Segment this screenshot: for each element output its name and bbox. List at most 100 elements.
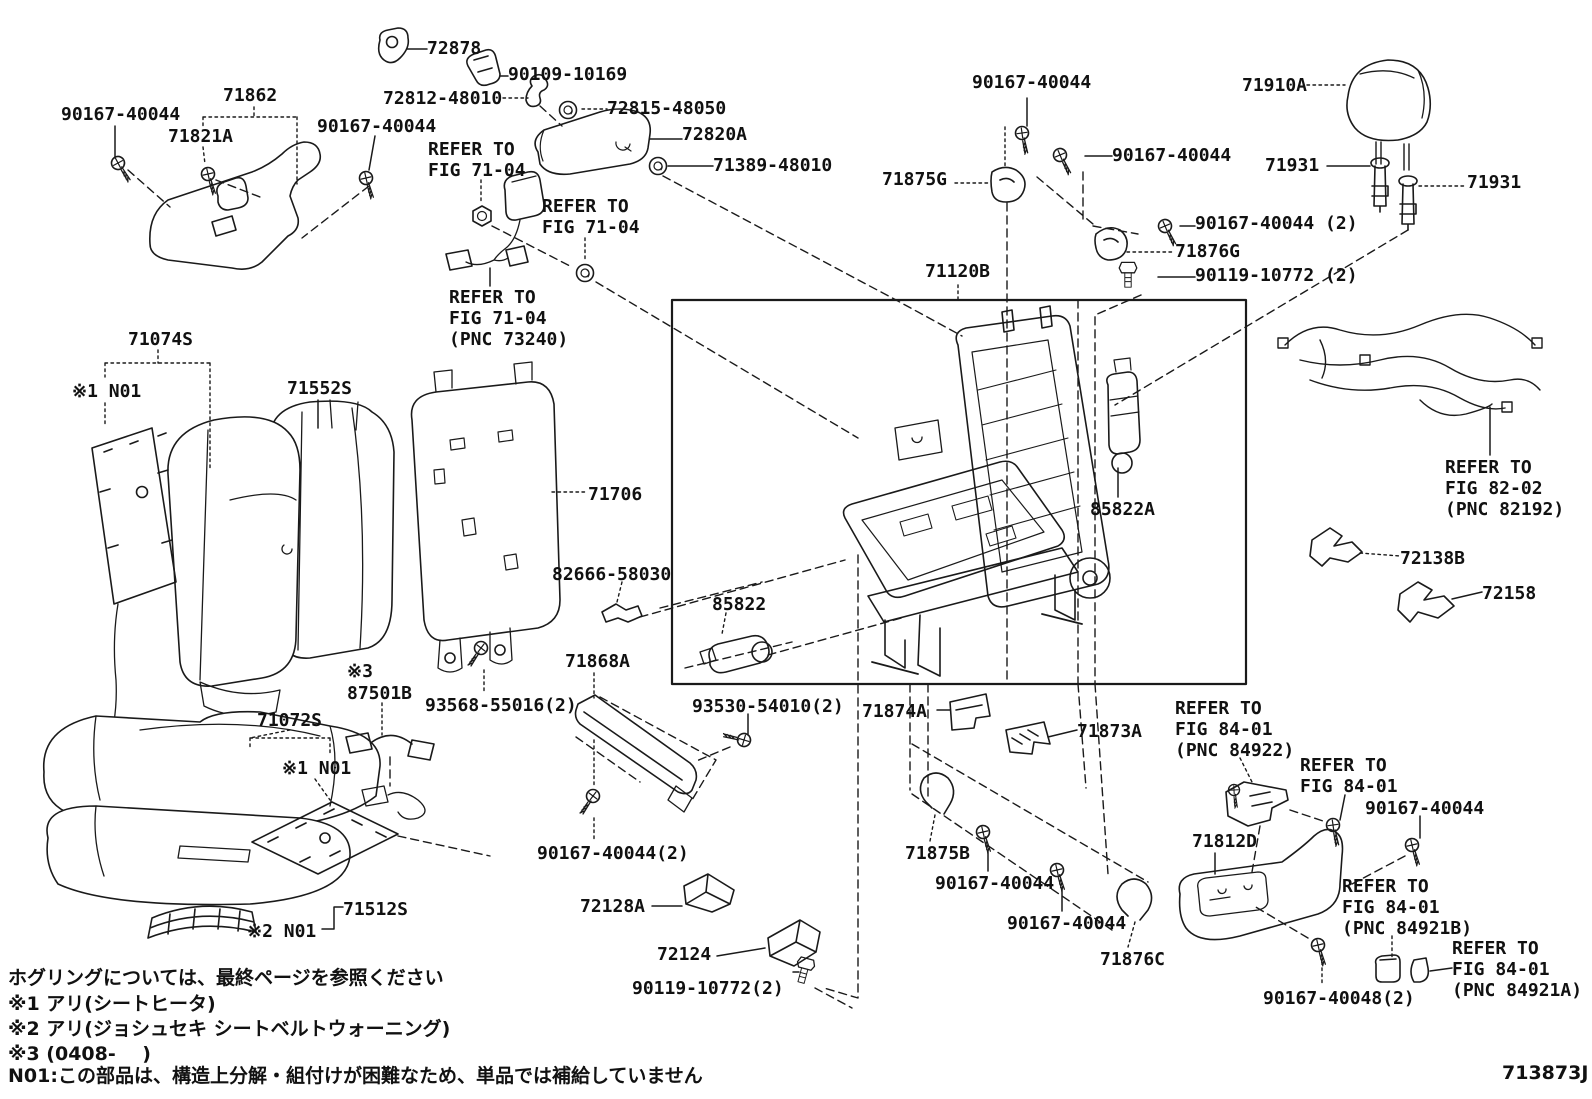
part-number-label[interactable]: 71876G	[1175, 241, 1241, 262]
seat-shield-71862	[149, 141, 322, 270]
part-number-label[interactable]: 90119-10772(2)	[632, 978, 784, 999]
part-number-label[interactable]: 71875G	[882, 169, 948, 190]
part-number-label[interactable]: 72128A	[580, 896, 646, 917]
clip-72812	[525, 73, 549, 108]
bracket-pnc84922	[1225, 781, 1289, 827]
part-number-label[interactable]: 71072S	[257, 710, 323, 731]
wire-87501b	[345, 732, 435, 761]
part-number-label[interactable]: 71821A	[168, 126, 234, 147]
cap-72128a	[683, 873, 735, 913]
seatback-cover-71074s	[167, 416, 301, 687]
part-number-label[interactable]: 82666-58030	[552, 564, 672, 585]
part-number-label[interactable]: 90167-40044	[972, 72, 1092, 93]
part-number-label[interactable]: 72124	[657, 944, 712, 965]
part-number-label[interactable]: 71552S	[287, 378, 353, 399]
footnote-line: N01:この部品は、構造上分解・組付けが困難なため、単品では補給していません	[8, 1065, 703, 1087]
hook-71876g	[1094, 226, 1128, 261]
part-number-label[interactable]: 90167-40044	[935, 873, 1055, 894]
figure-reference-label: REFER TO FIG 71-04	[428, 139, 526, 181]
figure-reference-label: REFER TO FIG 84-01 (PNC 84921B)	[1342, 876, 1473, 939]
heater-pad-upper	[91, 427, 177, 605]
marker-label: ※1 N01	[72, 381, 142, 402]
hook-71876c	[1116, 878, 1153, 921]
figure-reference-label: REFER TO FIG 84-01	[1300, 755, 1398, 797]
part-number-label[interactable]: 71876C	[1100, 949, 1166, 970]
footnote-line: ※1 アリ(シートヒータ)	[8, 993, 216, 1015]
part-number-label[interactable]: 90167-40048(2)	[1263, 988, 1415, 1009]
part-number-label[interactable]: 72878	[427, 38, 482, 59]
part-number-label[interactable]: 71706	[588, 484, 643, 505]
part-number-label[interactable]: 71931	[1265, 155, 1320, 176]
bracket-71874a	[949, 693, 991, 731]
support-71931-left	[1370, 157, 1390, 213]
part-number-label[interactable]: 90167-40044(2)	[537, 843, 689, 864]
part-number-label[interactable]: 90167-40044	[317, 116, 437, 137]
figure-reference-label: REFER TO FIG 71-04	[542, 196, 640, 238]
leader-lines	[114, 48, 1491, 973]
bracket-72138b	[1309, 527, 1363, 567]
part-number-label[interactable]: 72820A	[682, 124, 748, 145]
part-number-label[interactable]: 71931	[1467, 172, 1522, 193]
cap-72124	[767, 919, 821, 967]
frame-box	[670, 298, 1248, 686]
part-number-label[interactable]: 71873A	[1077, 721, 1143, 742]
part-number-label[interactable]: 72812-48010	[383, 88, 503, 109]
footnote-line: ※3 (0408- )	[8, 1043, 151, 1065]
part-number-label[interactable]: 71875B	[905, 843, 971, 864]
switch-90109	[466, 48, 501, 87]
part-number-label[interactable]: 71910A	[1242, 75, 1308, 96]
headrest-71910a	[1346, 59, 1432, 142]
part-number-label[interactable]: 85822	[712, 594, 767, 615]
part-number-label[interactable]: 93530-54010(2)	[692, 696, 844, 717]
part-number-label[interactable]: 87501B	[347, 683, 413, 704]
part-number-label[interactable]: 71868A	[565, 651, 631, 672]
cushion-cover-71512s	[46, 805, 351, 906]
hook-71875g	[990, 166, 1026, 203]
figure-code: 713873J	[1502, 1062, 1589, 1084]
figure-reference-label: REFER TO FIG 71-04 (PNC 73240)	[449, 287, 569, 350]
support-71931-right	[1398, 175, 1418, 231]
bracket-71873a	[1005, 721, 1051, 755]
part-number-label[interactable]: 90167-40044 (2)	[1195, 213, 1358, 234]
part-number-label[interactable]: 93568-55016(2)	[425, 695, 577, 716]
part-number-label[interactable]: 72158	[1482, 583, 1537, 604]
part-number-label[interactable]: 71389-48010	[713, 155, 833, 176]
wiring-harness-82192	[1277, 313, 1543, 417]
part-number-label[interactable]: 90167-40044	[1365, 798, 1485, 819]
bracket-72158	[1397, 581, 1455, 623]
part-number-label[interactable]: 90119-10772 (2)	[1195, 265, 1358, 286]
part-number-label[interactable]: 71812D	[1192, 831, 1258, 852]
seat-frame-71120b	[842, 305, 1111, 677]
heater-pad-lower	[251, 801, 399, 875]
part-number-label[interactable]: 71874A	[862, 701, 928, 722]
part-number-label[interactable]: 85822A	[1090, 499, 1156, 520]
motor-85822a	[1106, 371, 1141, 455]
part-number-label[interactable]: 72815-48050	[607, 98, 727, 119]
seat-shield-71812d	[1178, 828, 1344, 941]
figure-reference-label: REFER TO FIG 84-01 (PNC 84922)	[1175, 698, 1295, 761]
part-number-label[interactable]: 71120B	[925, 261, 991, 282]
part-number-label[interactable]: 90167-40044	[1112, 145, 1232, 166]
part-number-label[interactable]: 71862	[223, 85, 278, 106]
part-number-label[interactable]: 90109-10169	[508, 64, 628, 85]
dotted-leaders	[104, 84, 1468, 987]
part-number-label[interactable]: 71074S	[128, 329, 194, 350]
figure-reference-label: REFER TO FIG 82-02 (PNC 82192)	[1445, 457, 1565, 520]
part-number-label[interactable]: 71512S	[343, 899, 409, 920]
knob-72878	[377, 27, 410, 64]
marker-label: ※2 N01	[247, 921, 317, 942]
seatback-board-71706	[410, 381, 561, 642]
spring-mat	[147, 905, 257, 939]
footnote-line: ホグリングについては、最終ページを参照ください	[8, 967, 444, 989]
part-number-label[interactable]: 72138B	[1400, 548, 1466, 569]
part-number-label[interactable]: 90167-40044	[61, 104, 181, 125]
part-number-label[interactable]: 90167-40044	[1007, 913, 1127, 934]
hook-71875b	[919, 772, 955, 815]
construction-lines	[127, 105, 1409, 1009]
marker-label: ※1 N01	[282, 758, 352, 779]
figure-reference-label: REFER TO FIG 84-01 (PNC 84921A)	[1452, 938, 1583, 1001]
footnote-line: ※2 アリ(ジョシュセキ シートベルトウォーニング)	[8, 1018, 451, 1040]
buckle-pnc73240	[503, 170, 545, 221]
